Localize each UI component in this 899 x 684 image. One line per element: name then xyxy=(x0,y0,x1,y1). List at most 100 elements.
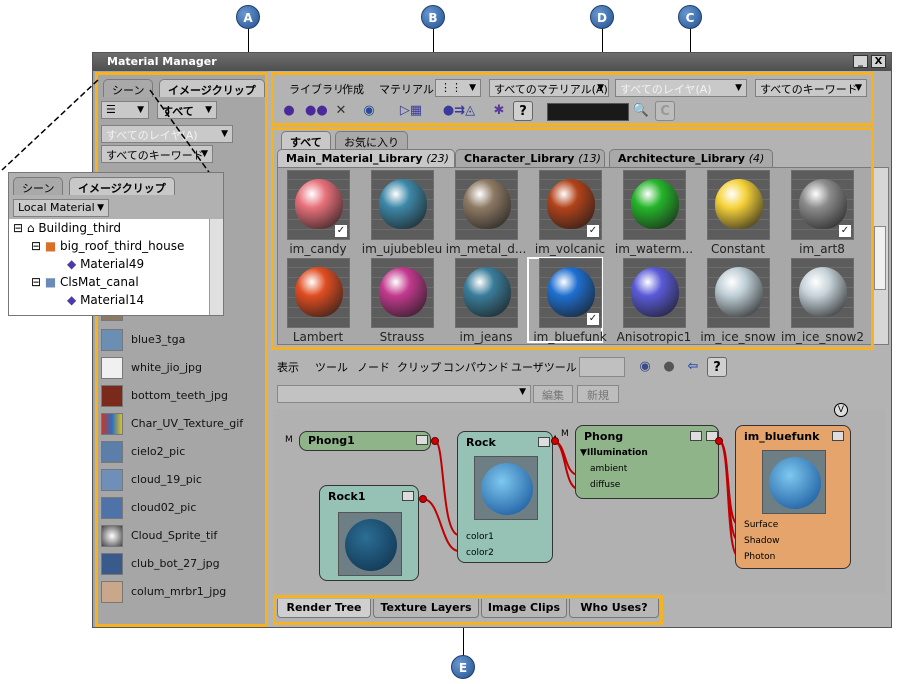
materials-dropdown[interactable]: すべてのマテリアル(A)▼ xyxy=(489,79,609,97)
tab-texture-layers[interactable]: Texture Layers xyxy=(373,599,479,618)
wand-icon[interactable]: ✱ xyxy=(493,103,505,118)
clip-label[interactable]: Cloud_Sprite_tif xyxy=(131,529,218,542)
clip-label[interactable]: colum_mrbr1_jpg xyxy=(131,585,227,598)
editor-menu-node[interactable]: ノード xyxy=(357,361,390,374)
material-swatch[interactable]: ✓ xyxy=(539,170,602,240)
tab-image-clips[interactable]: イメージクリップ xyxy=(159,79,265,97)
material-label[interactable]: im_candy xyxy=(289,242,347,256)
material-label[interactable]: im_ice_snow2 xyxy=(781,330,863,344)
menu-create[interactable]: 作成 xyxy=(342,83,364,96)
node-toggle-icon[interactable] xyxy=(690,431,702,441)
keywords-dropdown[interactable]: すべてのキーワード▼ xyxy=(755,79,867,97)
node-rock1[interactable]: Rock1 xyxy=(319,485,419,581)
editor-menu-tools[interactable]: ツール xyxy=(315,361,348,374)
tree-item-big-roof[interactable]: ⊟ ■ big_roof_third_house xyxy=(31,239,185,253)
tab-favorites[interactable]: お気に入り xyxy=(335,131,408,149)
transfer-icon[interactable]: ●⇉◬ xyxy=(442,103,476,118)
editor-menu-view[interactable]: 表示 xyxy=(277,361,299,374)
left-layers-dropdown[interactable]: すべてのレイヤ(A)▼ xyxy=(101,125,233,143)
node-rock[interactable]: Rock color1 color2 xyxy=(457,431,553,563)
clear-search-icon[interactable]: C xyxy=(655,101,675,121)
new-material-icon[interactable]: ● xyxy=(283,103,295,118)
material-label[interactable]: im_ice_snow xyxy=(700,330,776,344)
node-phong[interactable]: Phong ▼Illumination ambient diffuse xyxy=(575,425,719,499)
clip-label[interactable]: club_bot_27_jpg xyxy=(131,557,220,570)
tab-main-library[interactable]: Main_Material_Library (23) xyxy=(277,149,455,167)
material-label[interactable]: im_art8 xyxy=(799,242,845,256)
clip-label[interactable]: white_jio_jpg xyxy=(131,361,202,374)
material-swatch[interactable]: ✓ xyxy=(539,258,602,328)
node-expand-icon[interactable]: V xyxy=(834,403,848,417)
tree-item-building-third[interactable]: ⊟ ⌂ Building_third xyxy=(13,221,121,235)
material-swatch[interactable] xyxy=(455,170,518,240)
clip-label[interactable]: cloud_19_pic xyxy=(131,473,202,486)
clip-label[interactable]: bottom_teeth_jpg xyxy=(131,389,228,402)
tab-render-tree[interactable]: Render Tree xyxy=(277,599,371,618)
tree-scrollbar[interactable] xyxy=(209,219,223,315)
material-swatch[interactable] xyxy=(371,258,434,328)
material-label[interactable]: Lambert xyxy=(292,330,344,344)
zoom-tab-scene[interactable]: シーン xyxy=(13,177,64,195)
back-arrow-icon[interactable]: ⇦ xyxy=(687,359,699,374)
phong-group-label[interactable]: ▼Illumination xyxy=(580,448,648,458)
material-swatch[interactable] xyxy=(371,170,434,240)
material-label[interactable]: im_bluefunk xyxy=(533,330,607,344)
tab-character-library[interactable]: Character_Library (13) xyxy=(455,149,605,167)
scroll-thumb[interactable] xyxy=(874,226,886,290)
clip-label[interactable]: Char_UV_Texture_gif xyxy=(131,417,244,430)
edit-button[interactable]: 編集 xyxy=(533,385,573,403)
material-label[interactable]: im_metal_d... xyxy=(445,242,527,256)
search-input[interactable] xyxy=(547,103,629,121)
delete-icon[interactable]: ✕ xyxy=(335,103,347,118)
material-swatch[interactable] xyxy=(623,170,686,240)
minimize-button[interactable]: _ xyxy=(853,55,868,68)
tab-scene[interactable]: シーン xyxy=(103,79,154,97)
local-material-dropdown[interactable]: Local Material▼ xyxy=(13,199,109,217)
material-swatch[interactable] xyxy=(707,170,770,240)
menu-library[interactable]: ライブラリ xyxy=(289,83,344,96)
tree-item-material14[interactable]: ◆ Material14 xyxy=(67,293,145,307)
editor-menu-clip[interactable]: クリップ xyxy=(397,361,441,374)
help-icon[interactable]: ? xyxy=(513,101,533,121)
filter-all-dropdown[interactable]: すべて▼ xyxy=(157,101,217,119)
material-label[interactable]: im_waterm... xyxy=(614,242,694,256)
material-swatch[interactable] xyxy=(287,258,350,328)
clip-label[interactable]: blue3_tga xyxy=(131,333,186,346)
material-swatch[interactable] xyxy=(455,258,518,328)
phong-out-port[interactable] xyxy=(715,437,723,445)
close-button[interactable]: X xyxy=(871,55,886,68)
node-im-bluefunk[interactable]: im_bluefunk Surface Shadow Photon xyxy=(735,425,851,569)
search-icon[interactable]: 🔍 xyxy=(632,103,650,118)
apply-icon[interactable]: ◉ xyxy=(363,103,375,118)
grid-view-dropdown[interactable]: ⋮⋮▼ xyxy=(435,79,481,97)
material-label[interactable]: im_volcanic xyxy=(534,242,606,256)
left-keywords-dropdown[interactable]: すべてのキーワード▼ xyxy=(101,145,213,163)
material-swatch[interactable] xyxy=(791,258,854,328)
material-label[interactable]: im_jeans xyxy=(459,330,513,344)
layers-dropdown[interactable]: すべてのレイヤ(A)▼ xyxy=(615,79,747,97)
render-preview-icon[interactable]: ◉ xyxy=(639,359,651,374)
zoom-tab-image-clips[interactable]: イメージクリップ xyxy=(69,177,175,195)
editor-menu-user-tools[interactable]: ユーザツール xyxy=(511,361,577,374)
tree-item-material49[interactable]: ◆ Material49 xyxy=(67,257,145,271)
material-swatch[interactable] xyxy=(707,258,770,328)
node-toggle-icon[interactable] xyxy=(832,431,844,441)
tab-who-uses[interactable]: Who Uses? xyxy=(569,599,659,618)
tab-architecture-library[interactable]: Architecture_Library (4) xyxy=(609,149,773,167)
clip-label[interactable]: cielo2_pic xyxy=(131,445,186,458)
material-swatch[interactable] xyxy=(623,258,686,328)
editor-menu-compound[interactable]: コンパウンド xyxy=(443,361,509,374)
node-phong1[interactable]: Phong1 xyxy=(299,431,431,451)
material-label[interactable]: im_ujubebleu xyxy=(361,242,443,256)
tab-all[interactable]: すべて xyxy=(281,131,331,149)
new-button[interactable]: 新規 xyxy=(577,385,619,403)
node-canvas[interactable]: V M Phong1 Rock1 M Rock color1 color2 M … xyxy=(273,403,885,593)
material-swatch[interactable]: ✓ xyxy=(287,170,350,240)
node-collapse-icon[interactable] xyxy=(706,431,718,441)
material-label[interactable]: Constant xyxy=(711,242,765,256)
node-toggle-icon[interactable] xyxy=(416,435,428,445)
material-label[interactable]: Strauss xyxy=(379,330,425,344)
editor-help-icon[interactable]: ? xyxy=(707,357,727,377)
material-swatch[interactable]: ✓ xyxy=(791,170,854,240)
node-toggle-icon[interactable] xyxy=(402,491,414,501)
